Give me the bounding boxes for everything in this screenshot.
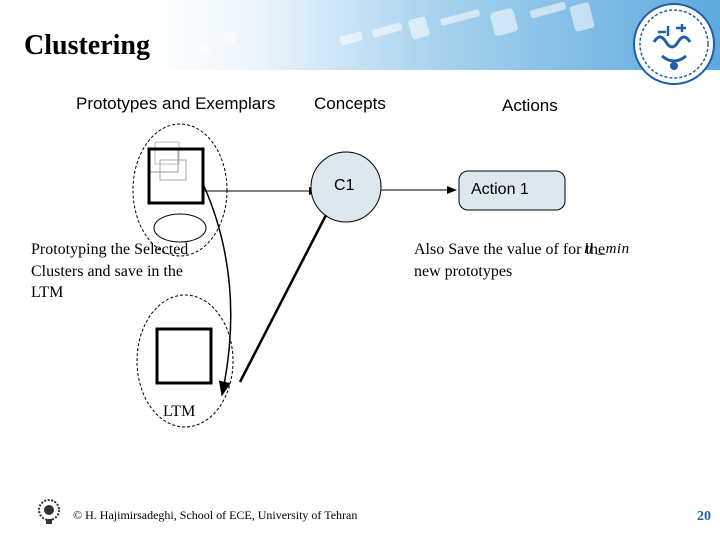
ll-min-symbol: ll _min [584,241,630,257]
concepts-heading: Concepts [314,94,386,113]
prototypes-heading: Prototypes and Exemplars [76,94,276,113]
header-decoration [200,1,595,55]
prototyping-note: Prototyping the Selected Clusters and sa… [31,241,189,301]
concept-label: C1 [334,177,355,194]
action-label: Action 1 [471,181,529,198]
slide-title: Clustering [24,30,150,61]
concept-node [310,151,382,223]
ltm-boundary [136,294,234,428]
exemplar-ghost-2 [154,141,180,165]
stored-prototype-square [155,327,213,385]
footer-credit: © H. Hajimirsadeghi, School of ECE, Univ… [73,508,358,522]
university-small-logo-icon [38,499,60,524]
arrow-concept-to-ltm [238,214,328,383]
page-number: 20 [697,509,711,524]
university-seal-icon [633,3,715,85]
actions-heading: Actions [502,96,558,115]
save-value-note: Also Save the value of for the new proto… [414,241,606,280]
exemplar-ellipse [153,213,207,243]
ltm-label: LTM [163,403,196,420]
arrow-cluster-to-ltm [203,185,232,397]
cluster-boundary [132,123,228,257]
exemplar-ghost-3 [159,159,187,181]
action-node [458,170,566,211]
prototype-square [147,147,205,205]
